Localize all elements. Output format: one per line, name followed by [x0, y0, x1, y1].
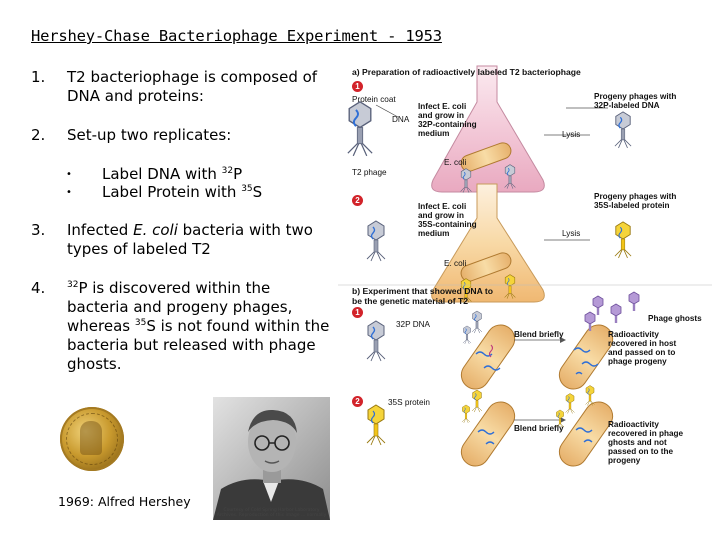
result-label-1: Radioactivity recovered in host and pass…	[608, 330, 677, 366]
point-number: 1.	[31, 68, 46, 86]
bullet-text: Label DNA with 32P	[102, 165, 243, 183]
figure-header-a: a) Preparation of radioactively labeled …	[352, 67, 581, 77]
lysis-label-1: Lysis	[562, 130, 581, 139]
dna-label: DNA	[392, 115, 410, 124]
step-1-badge: 1	[352, 81, 363, 92]
point-number: 3.	[31, 221, 46, 239]
point-text: 32P is discovered within the bacteria an…	[67, 279, 330, 373]
photo-credit: Courtesy of Cold Spring Harbor Laborator…	[216, 508, 327, 518]
infect-label-2: Infect E. coli and grow in 35S-containin…	[418, 202, 477, 238]
point-text: Set-up two replicates:	[67, 126, 232, 144]
nobel-medal-image	[60, 407, 124, 471]
photo-caption: 1969: Alfred Hershey	[58, 494, 191, 509]
label-32p-dna: 32P DNA	[396, 320, 430, 329]
step-1-badge: 1	[352, 307, 363, 318]
page-title: Hershey-Chase Bacteriophage Experiment -…	[31, 27, 442, 45]
figure-artwork	[338, 65, 712, 467]
figure-header-b: b) Experiment that showed DNA to be the …	[352, 286, 494, 306]
portrait-photo	[213, 397, 330, 520]
bullet-text: Label Protein with 35S	[102, 183, 263, 201]
step-2-badge: 2	[352, 195, 363, 206]
t2-phage-label: T2 phage	[352, 168, 387, 177]
result-label-2: Radioactivity recovered in phage ghosts …	[608, 420, 684, 465]
blend-label-1: Blend briefly	[514, 330, 564, 339]
blend-label-2: Blend briefly	[514, 424, 564, 433]
lysis-label-2: Lysis	[562, 229, 581, 238]
progeny-label-2: Progeny phages with 35S-labeled protein	[594, 192, 677, 210]
point-number: 2.	[31, 126, 46, 144]
point-text: Infected E. coli bacteria with two types…	[67, 221, 313, 258]
bullet-dot: •	[66, 169, 72, 180]
phage-ghosts-label: Phage ghosts	[648, 314, 702, 323]
experiment-figure: a) Preparation of radioactively labeled …	[338, 62, 712, 472]
step-2-badge: 2	[352, 396, 363, 407]
protein-coat-label: Protein coat	[352, 95, 396, 104]
infect-label-1: Infect E. coli and grow in 32P-containin…	[418, 102, 477, 138]
label-35s-protein: 35S protein	[388, 398, 430, 407]
progeny-label-1: Progeny phages with 32P-labeled DNA	[594, 92, 677, 110]
ecoli-label-2: E. coli	[444, 259, 467, 268]
bullet-dot: •	[66, 187, 72, 198]
point-number: 4.	[31, 279, 46, 297]
ecoli-label-1: E. coli	[444, 158, 467, 167]
point-text: T2 bacteriophage is composed of DNA and …	[67, 68, 318, 105]
